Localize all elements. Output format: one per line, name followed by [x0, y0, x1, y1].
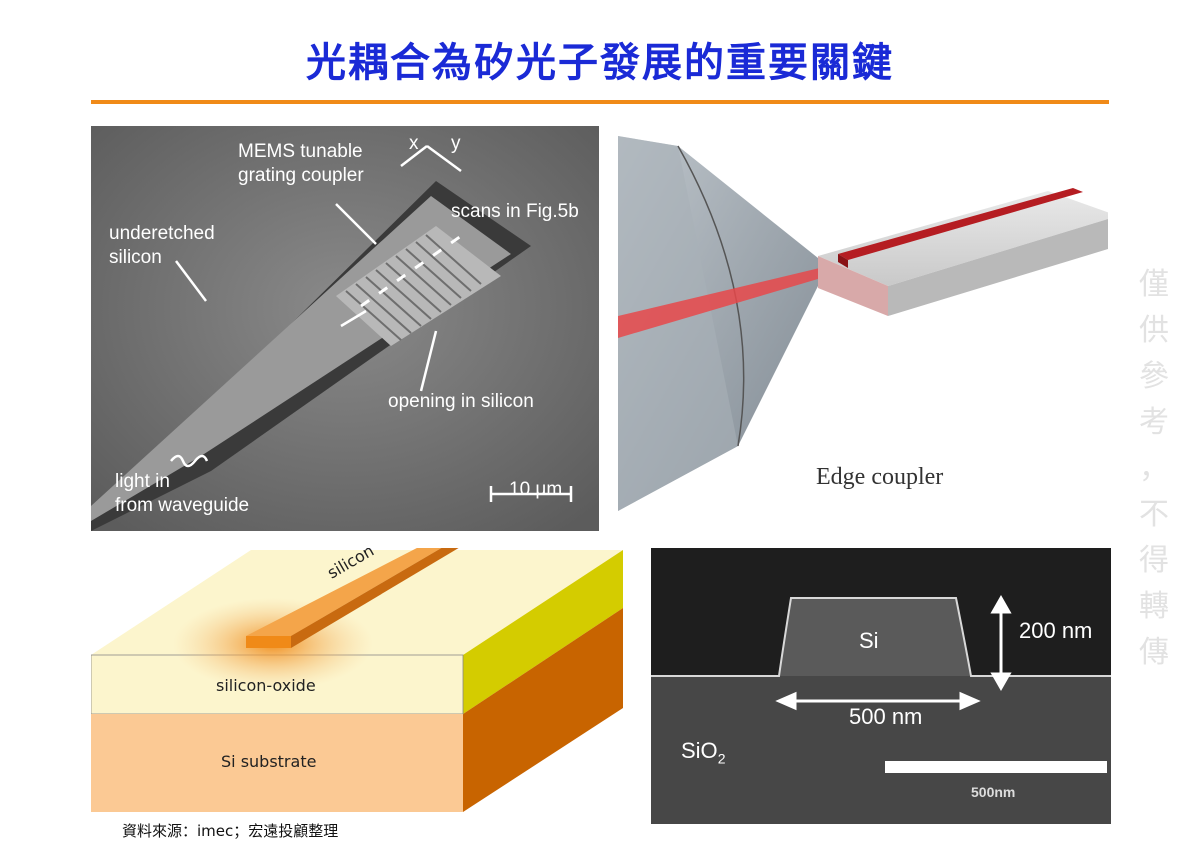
soi-drawing	[91, 548, 623, 812]
mems-grating-drawing	[91, 126, 599, 531]
axis-y-label: y	[451, 133, 461, 154]
label-silicon: silicon	[109, 247, 162, 268]
axis-x-label: x	[409, 133, 419, 154]
source-note: 資料來源：imec；宏遠投顧整理	[122, 822, 339, 840]
si-label: Si	[859, 628, 879, 653]
edge-coupler-drawing	[618, 136, 1108, 511]
watermark-char: 傳	[1139, 635, 1169, 670]
page-title: 光耦合為矽光子發展的重要關鍵	[306, 40, 894, 86]
label-light-in: light in	[115, 471, 170, 492]
label-from-waveguide: from waveguide	[115, 495, 250, 516]
sem-drawing	[651, 548, 1111, 824]
edge-coupler-label: Edge coupler	[816, 464, 944, 490]
silicon-oxide-label: silicon-oxide	[216, 676, 316, 695]
label-opening: opening in silicon	[388, 391, 534, 412]
sem-cross-section-image: Si 200 nm 500 nm SiO2 500nm	[651, 548, 1111, 824]
watermark-char: ，	[1139, 451, 1169, 486]
label-scans: scans in Fig.5b	[451, 201, 579, 222]
watermark-char: 僅	[1139, 267, 1169, 302]
mems-grating-image: MEMS tunable grating coupler x y underet…	[91, 126, 599, 531]
label-underetched: underetched	[109, 223, 215, 244]
label-mems: MEMS tunable	[238, 141, 363, 162]
watermark: 僅 供 參 考 ， 不 得 轉 傳	[1134, 262, 1174, 676]
sio2-label: SiO2	[681, 738, 726, 767]
si-substrate-label: Si substrate	[221, 752, 317, 771]
height-label: 200 nm	[1019, 618, 1093, 643]
watermark-char: 轉	[1139, 589, 1169, 624]
watermark-char: 供	[1139, 313, 1169, 348]
edge-coupler-image: Edge coupler	[618, 126, 1108, 526]
sem-scale-label: 500nm	[971, 784, 1016, 800]
width-label: 500 nm	[849, 704, 923, 729]
watermark-char: 不	[1139, 497, 1169, 532]
scale-bar-label: 10 μm	[509, 479, 563, 500]
soi-waveguide-diagram: silicon silicon-oxide Si substrate	[91, 548, 623, 812]
label-grating: grating coupler	[238, 165, 364, 186]
title-underline	[91, 100, 1109, 104]
watermark-char: 得	[1139, 543, 1169, 578]
watermark-char: 參	[1139, 359, 1169, 394]
watermark-char: 考	[1139, 405, 1169, 440]
